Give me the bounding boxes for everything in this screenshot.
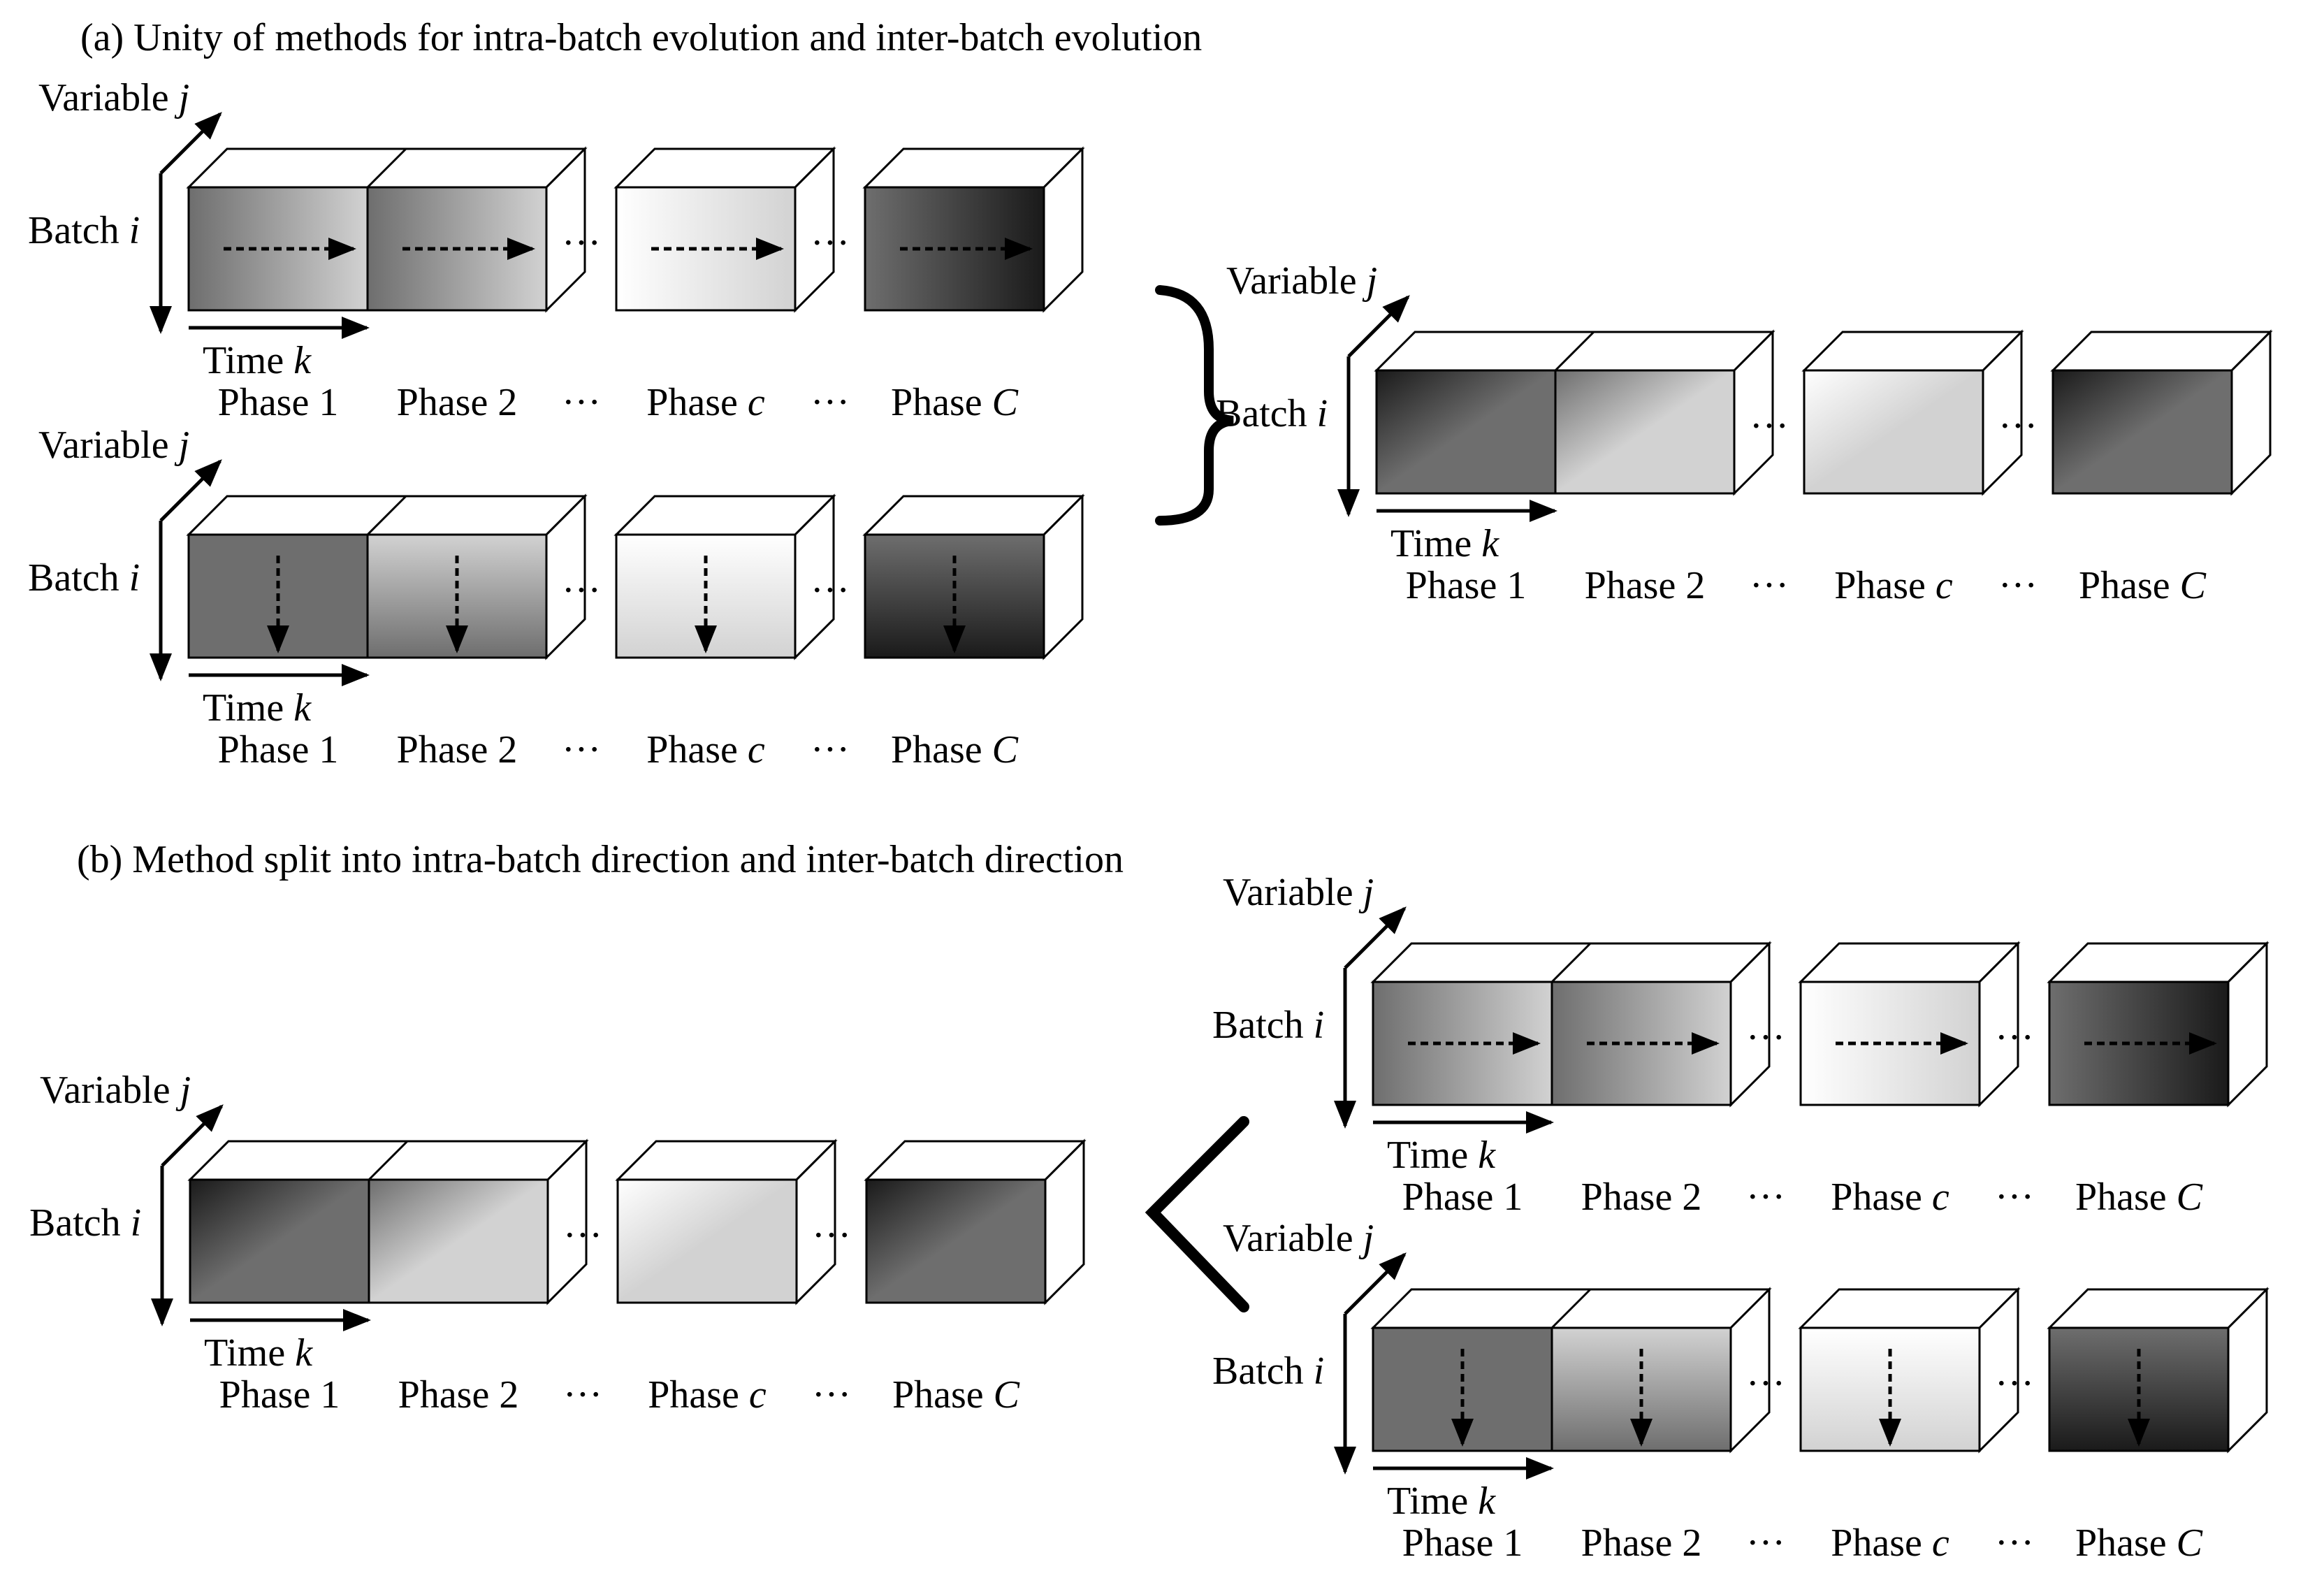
time-axis-label: Time k [1390, 522, 1499, 565]
block-divider [1550, 942, 1592, 983]
block-divider [1550, 1288, 1592, 1329]
ellipsis: ··· [1995, 1362, 2034, 1405]
time-axis-label: Time k [204, 1331, 313, 1375]
ellipsis: ··· [1750, 405, 1789, 448]
variable-axis-arrow [159, 459, 222, 522]
phase-c-label: Phase c [1834, 564, 1953, 607]
phase-2-label: Phase 2 [397, 381, 518, 424]
label-ellipsis: ··· [1995, 1521, 2034, 1565]
phase-block [1554, 369, 1736, 495]
label-ellipsis: ··· [562, 728, 601, 772]
phase-C-label: Phase C [2075, 1175, 2203, 1219]
batch-axis-label: Batch i [1216, 392, 1328, 435]
phase-C-label: Phase C [891, 381, 1019, 424]
variable-axis-label: Variable j [40, 1069, 191, 1112]
label-ellipsis: ··· [1998, 564, 2038, 607]
phase-block [189, 1178, 370, 1304]
section-a-title: (a) Unity of methods for intra-batch evo… [80, 16, 1202, 59]
variable-axis-arrow [161, 1104, 224, 1167]
phase-c-label: Phase c [646, 381, 765, 424]
ellipsis: ··· [1998, 405, 2038, 448]
batch-axis-label: Batch i [1212, 1004, 1324, 1047]
variable-axis-arrow [1344, 1252, 1407, 1315]
label-ellipsis: ··· [563, 1373, 602, 1417]
phase-block [2051, 369, 2233, 495]
ellipsis: ··· [811, 222, 850, 265]
variable-axis-arrow [159, 112, 222, 175]
variable-axis-label: Variable j [1226, 259, 1377, 303]
phase-block [616, 1178, 798, 1304]
section-b-title: (b) Method split into intra-batch direct… [77, 838, 1124, 881]
phase-2-label: Phase 2 [1581, 1175, 1702, 1219]
phase-C-label: Phase C [891, 728, 1019, 772]
phase-c-label: Phase c [646, 728, 765, 772]
phase-2-label: Phase 2 [397, 728, 518, 772]
block-divider [366, 147, 407, 189]
time-axis-label: Time k [1387, 1479, 1496, 1523]
split-angle [1145, 1116, 1249, 1312]
phase-1-label: Phase 1 [1402, 1175, 1523, 1219]
variable-axis-label: Variable j [38, 76, 189, 120]
phase-block [865, 1178, 1047, 1304]
phase-C-label: Phase C [892, 1373, 1020, 1417]
phase-2-label: Phase 2 [1585, 564, 1706, 607]
label-ellipsis: ··· [1746, 1521, 1785, 1565]
ellipsis: ··· [812, 1214, 851, 1257]
variable-axis-arrow [1344, 906, 1407, 969]
batch-axis-label: Batch i [29, 1201, 141, 1245]
label-ellipsis: ··· [812, 1373, 851, 1417]
batch-axis-label: Batch i [28, 209, 140, 252]
batch-axis-label: Batch i [28, 556, 140, 600]
ellipsis: ··· [1746, 1362, 1785, 1405]
phase-c-label: Phase c [648, 1373, 767, 1417]
ellipsis: ··· [1746, 1016, 1785, 1059]
phase-c-label: Phase c [1831, 1175, 1949, 1219]
ellipsis: ··· [562, 569, 601, 612]
block-divider [368, 1140, 409, 1181]
phase-C-label: Phase C [2079, 564, 2207, 607]
block-divider [1554, 331, 1595, 372]
label-ellipsis: ··· [1995, 1175, 2034, 1219]
phase-1-label: Phase 1 [218, 728, 339, 772]
phase-block [1375, 369, 1557, 495]
label-ellipsis: ··· [562, 381, 601, 424]
ellipsis: ··· [811, 569, 850, 612]
ellipsis: ··· [563, 1214, 602, 1257]
time-axis-label: Time k [203, 686, 312, 730]
label-ellipsis: ··· [1746, 1175, 1785, 1219]
phase-C-label: Phase C [2075, 1521, 2203, 1565]
phase-1-label: Phase 1 [1402, 1521, 1523, 1565]
ellipsis: ··· [562, 222, 601, 265]
batch-axis-label: Batch i [1212, 1349, 1324, 1393]
ellipsis: ··· [1995, 1016, 2034, 1059]
phase-1-label: Phase 1 [219, 1373, 340, 1417]
variable-axis-label: Variable j [1223, 871, 1374, 914]
label-ellipsis: ··· [811, 381, 850, 424]
connectors-layer [1145, 285, 1249, 1312]
phase-1-label: Phase 1 [1406, 564, 1527, 607]
label-ellipsis: ··· [1750, 564, 1789, 607]
variable-axis-label: Variable j [1223, 1217, 1374, 1260]
phase-block [368, 1178, 549, 1304]
variable-axis-arrow [1347, 295, 1410, 358]
time-axis-label: Time k [203, 339, 312, 382]
phase-1-label: Phase 1 [218, 381, 339, 424]
phase-2-label: Phase 2 [1581, 1521, 1702, 1565]
phase-2-label: Phase 2 [398, 1373, 519, 1417]
unity-brace [1155, 285, 1234, 526]
time-axis-label: Time k [1387, 1134, 1496, 1177]
variable-axis-label: Variable j [38, 424, 189, 467]
label-ellipsis: ··· [811, 728, 850, 772]
phase-c-label: Phase c [1831, 1521, 1949, 1565]
phase-block [1803, 369, 1984, 495]
block-divider [366, 495, 407, 536]
